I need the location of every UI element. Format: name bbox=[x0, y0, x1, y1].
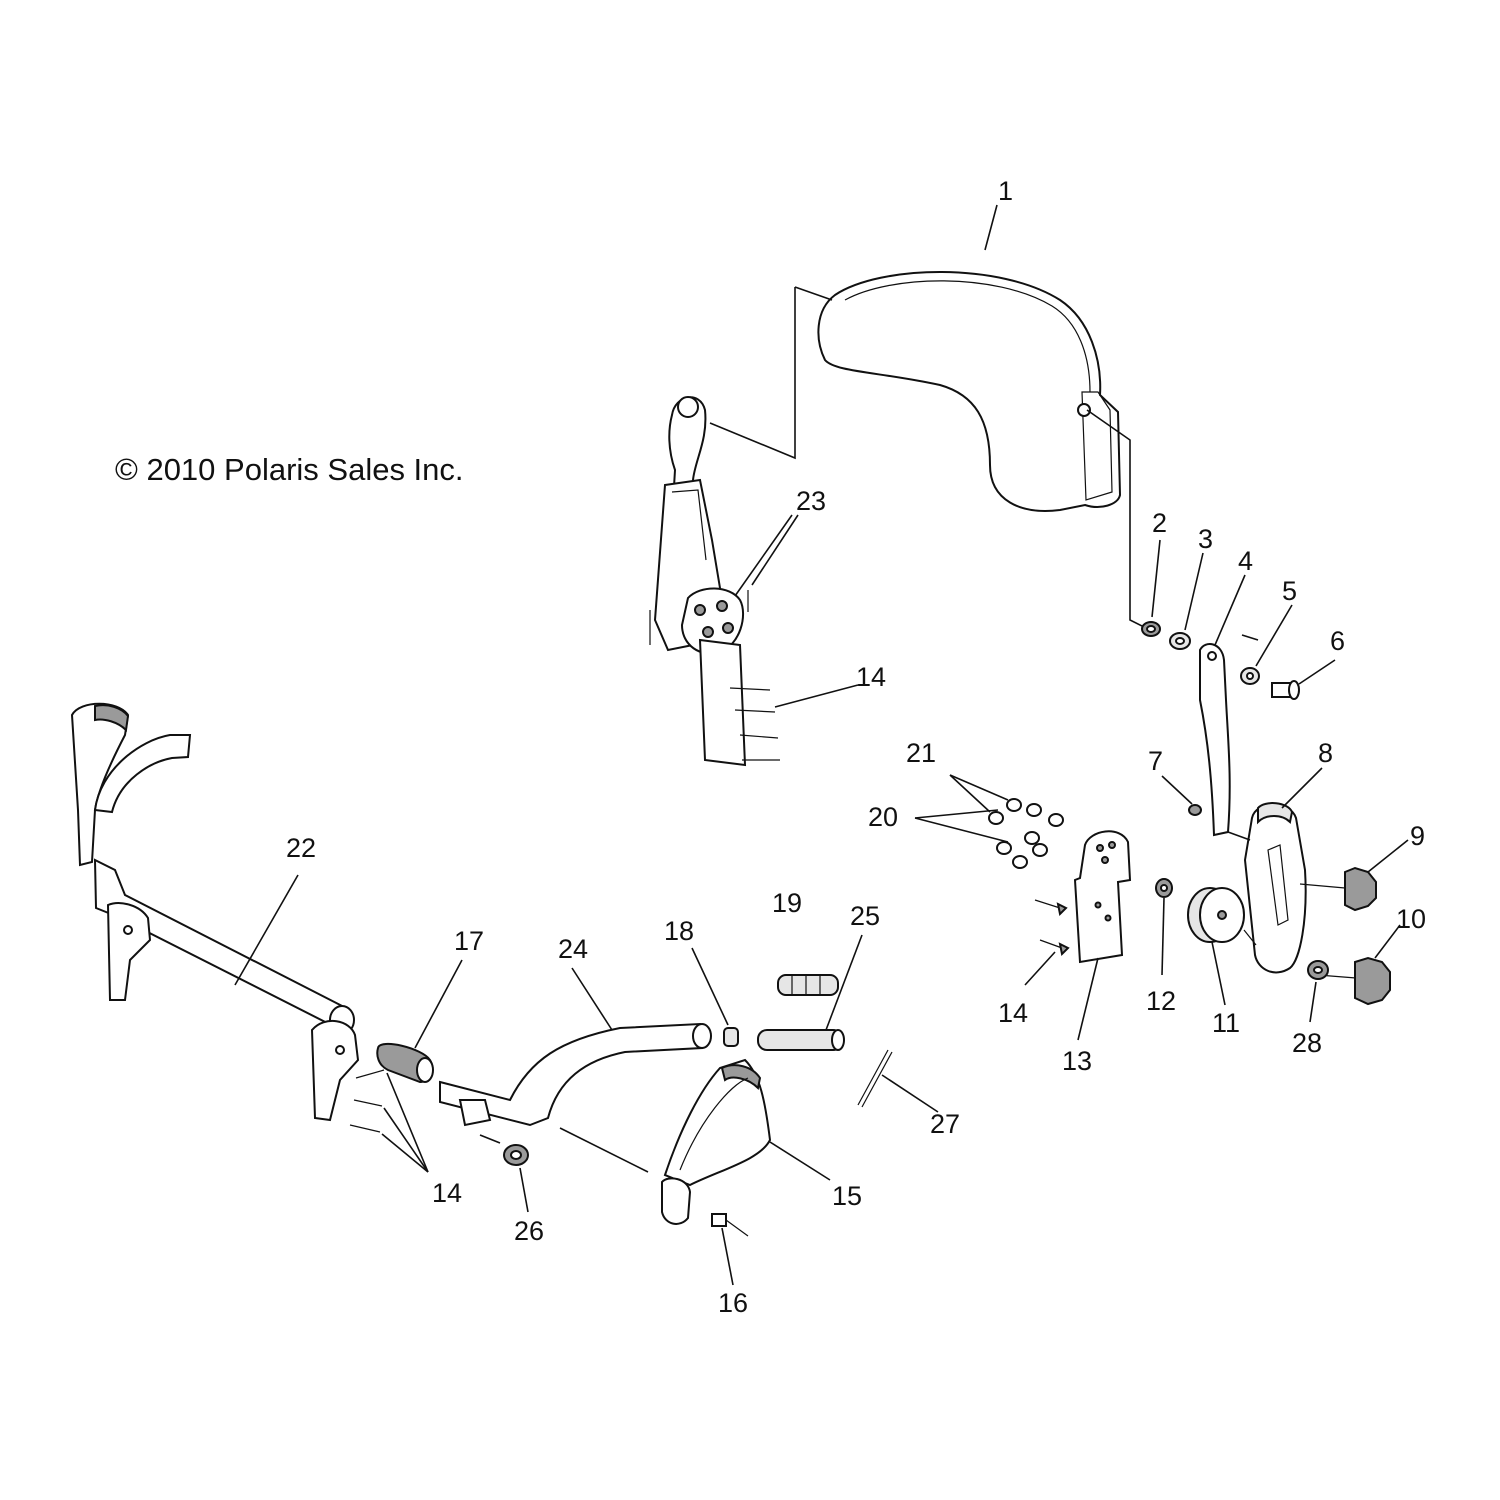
part-16-bolt bbox=[711, 1213, 749, 1237]
part-3-washer bbox=[1169, 632, 1191, 650]
part-18-sleeve bbox=[723, 1027, 739, 1047]
callout-9: 9 bbox=[1410, 821, 1425, 851]
part-4-link-arm bbox=[1199, 643, 1231, 837]
leader-1-bolt-axis bbox=[1086, 409, 1147, 629]
callout-2: 2 bbox=[1152, 508, 1167, 538]
part-8-handle-cover bbox=[1243, 802, 1307, 974]
callout-16: 16 bbox=[718, 1288, 748, 1318]
leader-1-backrest bbox=[709, 287, 796, 460]
callout-23: 23 bbox=[796, 486, 826, 516]
part-14-bolts-plate bbox=[1034, 899, 1070, 957]
part-15-handle bbox=[661, 1058, 772, 1225]
callout-5: 5 bbox=[1282, 576, 1297, 606]
callout-17: 17 bbox=[454, 926, 484, 956]
callout-14-upper: 14 bbox=[856, 662, 886, 692]
part-25-tube bbox=[757, 1029, 845, 1051]
part-2-washer bbox=[1141, 621, 1161, 637]
part-24-bent-tube bbox=[439, 1022, 712, 1127]
part-12-nut bbox=[1155, 878, 1173, 898]
callout-25: 25 bbox=[850, 901, 880, 931]
callout-13: 13 bbox=[1062, 1046, 1092, 1076]
callout-11: 11 bbox=[1212, 1008, 1240, 1038]
callout-14-lower: 14 bbox=[432, 1178, 462, 1208]
part-26-clip bbox=[503, 1144, 529, 1166]
part-10-knob bbox=[1317, 956, 1391, 1006]
part-1-backrest-pad bbox=[817, 271, 1122, 512]
part-14-bolts-upper bbox=[729, 687, 780, 761]
part-6-bolt bbox=[1271, 680, 1300, 700]
callout-28: 28 bbox=[1292, 1028, 1322, 1058]
part-14-bolts-lower bbox=[349, 1069, 385, 1133]
part-13-bracket-plate bbox=[1073, 830, 1132, 964]
part-11-spacer-disc bbox=[1187, 887, 1257, 946]
part-19-grip-sleeve bbox=[777, 974, 839, 996]
callout-19: 19 bbox=[772, 888, 802, 918]
part-23-hinge-assembly bbox=[649, 396, 749, 767]
callout-27: 27 bbox=[930, 1109, 960, 1139]
part-5-washer bbox=[1240, 667, 1260, 685]
callout-18: 18 bbox=[664, 916, 694, 946]
callout-10: 10 bbox=[1396, 904, 1426, 934]
part-17-grip bbox=[376, 1043, 434, 1084]
callout-15: 15 bbox=[832, 1181, 862, 1211]
callout-26: 26 bbox=[514, 1216, 544, 1246]
callout-7: 7 bbox=[1148, 746, 1163, 776]
callout-1: 1 bbox=[998, 176, 1013, 206]
copyright-notice: © 2010 Polaris Sales Inc. bbox=[115, 452, 464, 487]
part-28-washer bbox=[1307, 960, 1329, 980]
part-22-main-bar bbox=[70, 702, 360, 1122]
callout-8: 8 bbox=[1318, 738, 1333, 768]
callout-21: 21 bbox=[906, 738, 936, 768]
callout-20: 20 bbox=[868, 802, 898, 832]
part-21-bolts bbox=[988, 798, 1040, 855]
callout-3: 3 bbox=[1198, 524, 1213, 554]
part-20-washers bbox=[1012, 803, 1064, 869]
callout-24: 24 bbox=[558, 934, 588, 964]
callout-6: 6 bbox=[1330, 626, 1345, 656]
callout-4: 4 bbox=[1238, 546, 1253, 576]
callout-14-plate: 14 bbox=[998, 998, 1028, 1028]
part-9-knob bbox=[1299, 866, 1377, 912]
part-7-nut bbox=[1188, 804, 1202, 816]
callout-22: 22 bbox=[286, 833, 316, 863]
callout-12: 12 bbox=[1146, 986, 1176, 1016]
part-27-pin bbox=[857, 1049, 893, 1108]
